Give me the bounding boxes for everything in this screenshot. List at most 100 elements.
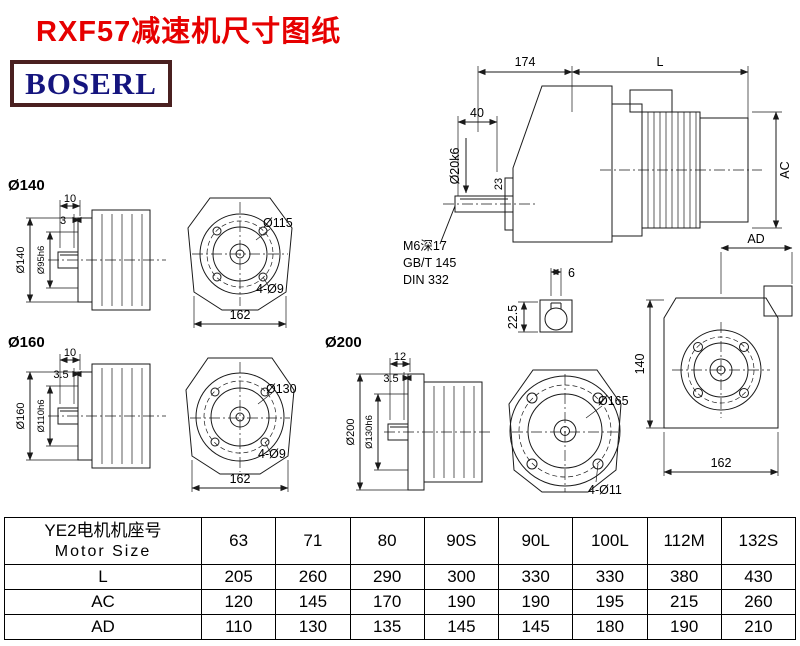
value-cell: 215	[646, 589, 722, 615]
dim-label-10: 10	[64, 193, 76, 205]
size-header-cell: 100L	[572, 517, 648, 565]
housing-motor-outline	[454, 85, 749, 243]
value-cell: 290	[349, 564, 425, 590]
value-cell: 130	[275, 614, 351, 640]
center-lines	[48, 202, 288, 306]
motor-size-header-cell: YE2电机机座号 Motor Size	[4, 517, 202, 565]
housing-outline	[663, 285, 793, 429]
tap-note-line1: M6深17	[403, 239, 447, 253]
size-header-cell: 132S	[720, 517, 797, 565]
side-outline	[57, 363, 151, 469]
value-cell: 170	[349, 589, 425, 615]
dim-label-d110: Ø110h6	[36, 399, 47, 432]
spigot-circle	[210, 387, 270, 447]
main-side-view: 174 L 40 Ø20k6 23 AC M6深17 GB/T 145 DIN …	[403, 55, 792, 333]
key-section-shaft-circle	[544, 307, 568, 331]
tap-note-line2: GB/T 145	[403, 256, 456, 270]
dim-label-162: 162	[230, 308, 251, 322]
motor-fins	[647, 112, 697, 228]
flange-circle	[509, 375, 621, 487]
center-lines	[48, 362, 290, 472]
value-cell: 205	[200, 564, 277, 590]
shaft-circle	[709, 358, 733, 382]
ext-lines	[646, 252, 793, 476]
dim-label-d160: Ø160	[15, 403, 27, 430]
size-header-cell: 112M	[646, 517, 722, 565]
value-cell: 195	[572, 589, 648, 615]
holes-label: 4-Ø9	[258, 447, 286, 461]
flange-200-views: Ø200 12 3.5 Ø200 Ø130h6 Ø165 4-Ø11	[325, 334, 629, 497]
side-outline	[387, 373, 483, 491]
dim-label-162: 162	[711, 456, 732, 470]
value-cell: 300	[423, 564, 500, 590]
bolt-hole	[693, 342, 703, 352]
dim-label-L: L	[657, 55, 664, 69]
leader-lines	[255, 228, 271, 288]
size-header-cell: 80	[349, 517, 425, 565]
key-height-label: 22.5	[506, 305, 520, 329]
table-header-row: YE2电机机座号 Motor Size 63 71 80 90S 90L 100…	[4, 517, 797, 565]
housing-ribs	[433, 386, 475, 478]
shaft-bore-circle	[235, 249, 245, 259]
size-header-cell: 71	[275, 517, 351, 565]
dim-label-3: 3	[60, 215, 66, 227]
tap-note-line3: DIN 332	[403, 273, 449, 287]
value-cell: 110	[200, 614, 277, 640]
value-cell: 260	[275, 564, 351, 590]
dim-label-AD: AD	[747, 232, 764, 246]
dim-label-d200: Ø200	[345, 419, 357, 446]
dim-label-174: 174	[515, 55, 536, 69]
dim-label-10: 10	[64, 347, 76, 359]
value-cell: 180	[572, 614, 648, 640]
center-lines	[384, 374, 618, 492]
value-cell: 135	[349, 614, 425, 640]
front-outline	[185, 357, 295, 475]
motor-size-table: YE2电机机座号 Motor Size 63 71 80 90S 90L 100…	[4, 517, 797, 640]
value-cell: 330	[497, 564, 574, 590]
value-cell: 330	[572, 564, 648, 590]
bolt-hole	[592, 458, 604, 470]
header-cn: YE2电机机座号	[44, 521, 162, 540]
ext-lines	[457, 66, 782, 333]
technical-drawing: 174 L 40 Ø20k6 23 AC M6深17 GB/T 145 DIN …	[8, 55, 793, 497]
bolt-hole	[693, 388, 703, 398]
row-label-cell: AD	[4, 614, 202, 640]
dim-label-23: 23	[493, 178, 505, 190]
shaft-bore-circle	[560, 426, 570, 436]
flange-140-views: Ø140 10 3 Ø140 Ø95h6 Ø115 4-Ø9 162	[8, 177, 293, 328]
bolt-hole	[739, 342, 749, 352]
flange-title: Ø160	[8, 334, 45, 351]
table-row-AD: AD 110 130 135 145 145 180 190 210	[4, 614, 797, 640]
shaft-circle	[229, 406, 251, 428]
flange-title: Ø200	[325, 334, 362, 351]
shaft-circle	[229, 243, 251, 265]
value-cell: 120	[200, 589, 277, 615]
bolt-hole	[526, 458, 538, 470]
shaft-circle	[553, 419, 577, 443]
flange-160-views: Ø160 10 3.5 Ø160 Ø110h6 Ø130 4-Ø9 162	[8, 334, 297, 492]
value-cell: 190	[646, 614, 722, 640]
key-section-detail	[439, 205, 573, 333]
dim-label-140: 140	[633, 354, 647, 375]
holes-label: 4-Ø11	[588, 483, 622, 497]
value-cell: 210	[720, 614, 797, 640]
side-outline	[57, 209, 151, 311]
flange-circle	[195, 372, 285, 462]
shaft-bore-circle	[235, 412, 245, 422]
value-cell: 145	[423, 614, 500, 640]
dim-label-d130: Ø130h6	[364, 415, 375, 449]
value-cell: 190	[423, 589, 500, 615]
size-header-cell: 63	[200, 517, 277, 565]
bolt-hole	[212, 226, 222, 236]
dim-label-d140: Ø140	[15, 247, 27, 274]
bolt-hole	[739, 388, 749, 398]
dim-label-40: 40	[470, 106, 484, 120]
dim-label-AC: AC	[778, 161, 792, 178]
value-cell: 190	[497, 589, 574, 615]
bolt-hole	[592, 392, 604, 404]
row-label-cell: AC	[4, 589, 202, 615]
leader-lines	[585, 405, 603, 483]
bolt-circle-label: Ø115	[263, 216, 293, 230]
center-lines	[672, 322, 770, 418]
dim-label-162: 162	[230, 472, 251, 486]
